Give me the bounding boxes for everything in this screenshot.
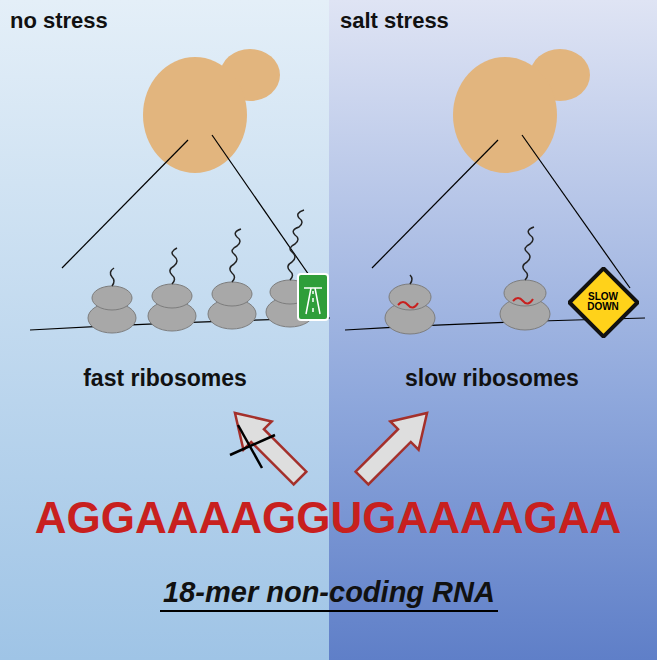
rna-name: 18-mer non-coding RNA	[163, 576, 495, 609]
panel-caption: slow ribosomes	[405, 365, 579, 392]
panel-title: salt stress	[340, 8, 449, 34]
warning-sign: SLOW DOWN	[568, 267, 639, 338]
rna-sequence: AGGAAAAGGUGAAAAGAA	[35, 493, 622, 543]
panel-caption: fast ribosomes	[83, 365, 247, 392]
sign-text: SLOW DOWN	[583, 292, 623, 313]
panel-title: no stress	[10, 8, 108, 34]
